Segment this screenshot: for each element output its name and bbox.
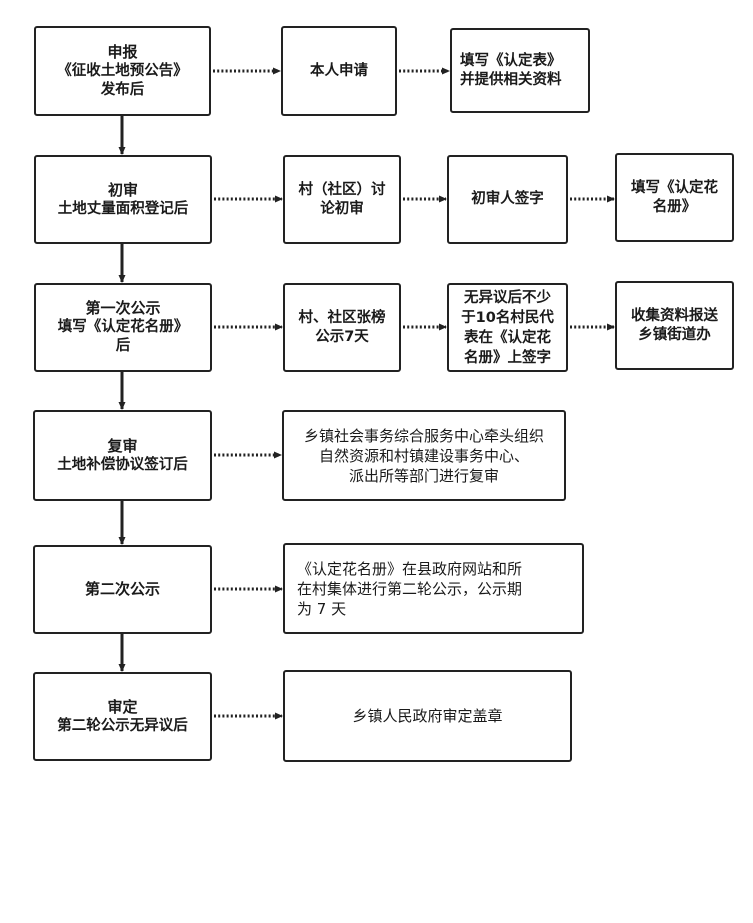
stage-title: 初审	[107, 180, 138, 199]
step-box: 乡镇人民政府审定盖章	[283, 670, 572, 762]
stage-condition: 土地补偿协议签订后	[57, 456, 188, 473]
step-box: 初审人签字	[447, 155, 568, 244]
stage-title: 第一次公示	[85, 299, 161, 317]
stage-box-declare: 申报 《征收土地预公告》 发布后	[34, 26, 211, 116]
step-box: 填写《认定花 名册》	[615, 153, 734, 242]
step-text: 名册》	[652, 198, 697, 215]
stage-condition: 土地丈量面积登记后	[57, 200, 189, 217]
stage-condition: 《征收土地预公告》	[57, 62, 188, 79]
step-text: 为 7 天	[297, 599, 347, 618]
stage-condition: 发布后	[100, 81, 145, 98]
step-text: 收集资料报送	[631, 307, 718, 324]
step-text: 填写《认定花	[631, 179, 718, 196]
step-text: 派出所等部门进行复审	[348, 466, 499, 485]
step-text: 本人申请	[310, 62, 368, 79]
stage-box-re-review: 复审 土地补偿协议签订后	[33, 410, 212, 501]
stage-title: 复审	[107, 436, 138, 455]
step-box: 乡镇社会事务综合服务中心牵头组织 自然资源和村镇建设事务中心、 派出所等部门进行…	[282, 410, 566, 501]
stage-condition: 后	[115, 338, 131, 354]
step-text: 乡镇人民政府审定盖章	[352, 706, 503, 725]
step-text: 于10名村民代	[461, 309, 554, 326]
step-box: 《认定花名册》在县政府网站和所 在村集体进行第二轮公示，公示期 为 7 天	[283, 543, 584, 634]
step-text: 村、社区张榜	[298, 309, 386, 326]
step-text: 《认定花名册》在县政府网站和所	[297, 559, 523, 578]
step-box: 本人申请	[281, 26, 397, 116]
step-text: 填写《认定表》	[460, 52, 562, 69]
step-text: 并提供相关资料	[460, 71, 562, 88]
step-text: 论初审	[320, 200, 364, 217]
stage-title: 第二次公示	[84, 580, 160, 598]
step-text: 在村集体进行第二轮公示，公示期	[297, 579, 523, 598]
step-box: 村、社区张榜 公示7天	[283, 283, 401, 372]
step-box: 无异议后不少 于10名村民代 表在《认定花 名册》上签字	[447, 283, 568, 372]
stage-condition: 第二轮公示无异议后	[57, 717, 188, 734]
step-box: 收集资料报送 乡镇街道办	[615, 281, 734, 370]
stage-condition: 填写《认定花名册》	[57, 319, 189, 335]
step-text: 无异议后不少	[464, 289, 551, 306]
stage-title: 申报	[107, 42, 138, 61]
step-text: 村（社区）讨	[298, 181, 386, 198]
step-text: 公示7天	[315, 328, 369, 345]
stage-box-first-publicity: 第一次公示 填写《认定花名册》 后	[34, 283, 212, 372]
step-box: 填写《认定表》 并提供相关资料	[450, 28, 590, 113]
step-text: 乡镇街道办	[638, 326, 711, 343]
stage-title: 审定	[107, 697, 138, 716]
step-text: 乡镇社会事务综合服务中心牵头组织	[303, 426, 544, 445]
stage-box-second-publicity: 第二次公示	[33, 545, 212, 634]
step-text: 表在《认定花	[464, 329, 551, 346]
step-text: 自然资源和村镇建设事务中心、	[318, 446, 529, 465]
step-text: 名册》上签字	[464, 349, 551, 366]
step-text: 初审人签字	[471, 191, 544, 207]
step-box: 村（社区）讨 论初审	[283, 155, 401, 244]
stage-box-preliminary-review: 初审 土地丈量面积登记后	[34, 155, 212, 244]
stage-box-final-approval: 审定 第二轮公示无异议后	[33, 672, 212, 761]
